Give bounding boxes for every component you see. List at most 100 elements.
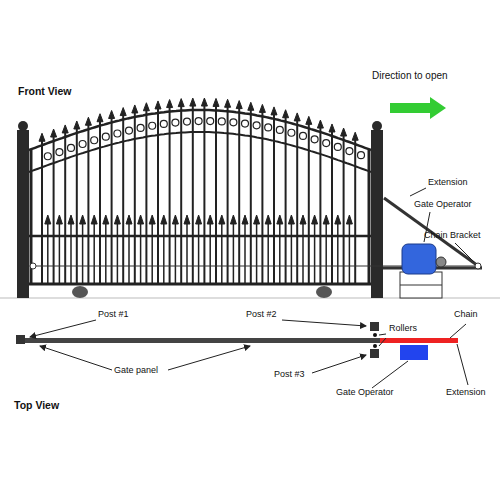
scroll: [253, 122, 260, 129]
finial: [143, 103, 149, 111]
scroll: [79, 140, 86, 147]
scroll: [323, 140, 330, 147]
scroll: [102, 133, 109, 140]
view-heading: Top View: [14, 400, 59, 412]
finial: [329, 124, 335, 132]
part-label: Gate Operator: [336, 388, 394, 398]
short-picket: [314, 222, 316, 284]
short-picket: [59, 222, 61, 284]
finial: [167, 100, 173, 108]
post-front: [17, 130, 29, 298]
post-cap: [372, 121, 382, 131]
finial: [62, 125, 68, 133]
picket: [261, 110, 263, 284]
finial: [103, 215, 109, 224]
scroll: [160, 120, 167, 127]
scroll: [242, 120, 249, 127]
finial: [259, 104, 265, 112]
scroll: [44, 153, 51, 160]
finial: [132, 105, 138, 113]
short-picket: [151, 222, 153, 284]
finial: [80, 215, 86, 224]
finial: [312, 215, 318, 224]
post-front: [371, 130, 383, 298]
post-top: [16, 335, 25, 344]
post-cap: [18, 121, 28, 131]
post-top: [370, 349, 379, 358]
leader-line: [30, 320, 96, 337]
short-picket: [117, 222, 119, 284]
short-picket: [186, 222, 188, 284]
finial: [306, 116, 312, 124]
finial: [196, 215, 202, 224]
short-picket: [279, 222, 281, 284]
finial: [126, 215, 132, 224]
finial: [323, 215, 329, 224]
picket: [134, 111, 136, 284]
roller: [316, 286, 332, 298]
post-top: [370, 322, 379, 331]
picket: [41, 139, 43, 284]
finial: [201, 98, 207, 106]
finial: [109, 110, 115, 118]
gate-operator: [402, 244, 436, 274]
picket: [64, 131, 66, 284]
picket: [250, 108, 252, 284]
part-label: Extension: [428, 178, 468, 188]
part-label: Chain: [454, 310, 478, 320]
part-label: Post #3: [274, 370, 305, 380]
roller-top: [373, 333, 377, 337]
finial: [190, 98, 196, 106]
short-picket: [209, 222, 211, 284]
end-stile: [368, 150, 371, 284]
leader-line: [379, 338, 386, 346]
short-picket: [267, 222, 269, 284]
leader-line: [410, 188, 426, 196]
extension-top: [380, 338, 458, 343]
scroll: [230, 119, 237, 126]
finial: [138, 215, 144, 224]
finial: [68, 215, 74, 224]
scroll: [276, 126, 283, 133]
finial: [178, 99, 184, 107]
finial: [230, 215, 236, 224]
picket: [53, 135, 55, 284]
picket: [285, 116, 287, 284]
scroll: [300, 132, 307, 139]
scroll: [56, 149, 63, 156]
finial: [352, 132, 358, 140]
scroll: [288, 129, 295, 136]
short-picket: [325, 222, 327, 284]
finial: [161, 215, 167, 224]
finial: [317, 120, 323, 128]
picket: [76, 127, 78, 284]
roller: [72, 286, 88, 298]
short-picket: [302, 222, 304, 284]
part-label: Extension: [446, 388, 486, 398]
part-label: Gate panel: [114, 366, 158, 376]
picket: [331, 130, 333, 284]
finial: [294, 113, 300, 121]
picket: [296, 119, 298, 284]
short-picket: [163, 222, 165, 284]
picket: [87, 123, 89, 284]
picket: [145, 109, 147, 284]
chain-bracket: [475, 263, 481, 269]
scroll: [91, 137, 98, 144]
scroll: [126, 127, 133, 134]
finial: [120, 108, 126, 116]
finial: [300, 215, 306, 224]
finial: [97, 114, 103, 122]
picket: [227, 105, 229, 284]
finial: [265, 215, 271, 224]
leader-line: [168, 346, 250, 370]
part-label: Gate Operator: [414, 200, 472, 210]
short-picket: [175, 222, 177, 284]
finial: [341, 128, 347, 136]
leader-line: [450, 324, 466, 338]
finial: [248, 102, 254, 110]
short-picket: [93, 222, 95, 284]
short-picket: [105, 222, 107, 284]
short-picket: [82, 222, 84, 284]
scroll: [358, 152, 365, 159]
